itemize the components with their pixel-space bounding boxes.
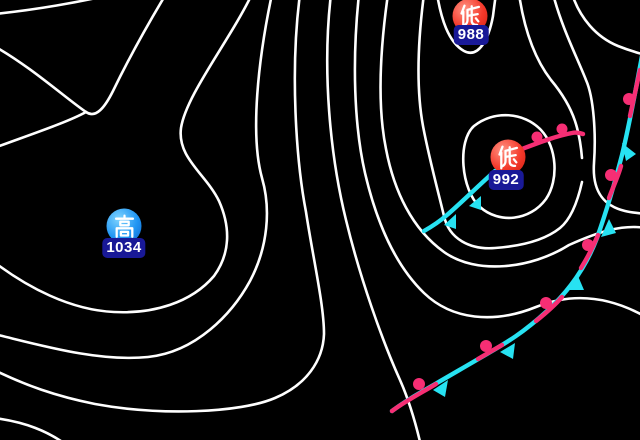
isobar-closed-contour-992 (461, 113, 556, 220)
isobar-line (518, 0, 584, 160)
cold-front (421, 168, 498, 234)
warm-front-semicircle-icon (556, 123, 568, 135)
kanji-low-icon (459, 4, 480, 28)
cold-front-triangle-icon (622, 143, 636, 161)
high-pressure-circle (106, 208, 142, 244)
kanji-high-icon (114, 214, 134, 238)
warm-front-semicircle-icon (480, 340, 492, 352)
isobar-line (553, 0, 640, 215)
high-pressure-value: 1034 (102, 238, 146, 258)
isobar-line (0, 0, 273, 360)
low-pressure-value-992: 992 (488, 170, 524, 190)
cold-front-line (421, 168, 498, 234)
low-pressure-circle (490, 139, 526, 175)
kanji-low-icon (497, 145, 518, 169)
stationary-front-warm-segment (627, 67, 640, 119)
warm-front-semicircle-icon (540, 297, 552, 309)
stationary-front (389, 55, 640, 414)
isobar-line (436, 0, 497, 54)
cold-front-triangle-icon (566, 276, 584, 290)
warm-front-semicircle-icon (531, 131, 543, 143)
cold-front-triangle-icon (444, 214, 456, 229)
stationary-front-warm-segment (475, 342, 505, 362)
isobar-line (0, 417, 62, 440)
stationary-front-warm-segment (533, 294, 565, 324)
warm-front-semicircle-icon (605, 169, 617, 181)
isobar-line (0, 0, 326, 413)
isobar-line (0, 0, 251, 314)
isobar-line (417, 0, 584, 250)
isobar-line (0, 0, 93, 15)
warm-front-semicircle-icon (413, 378, 425, 390)
isobar-line (572, 0, 640, 55)
isobar-line (325, 0, 421, 440)
stationary-front-warm-segment (606, 163, 624, 201)
stationary-front-warm-segment (389, 381, 439, 414)
isobar-line (353, 0, 640, 319)
cold-front-triangle-icon (601, 219, 616, 237)
isobar-line (0, 0, 164, 116)
warm-front-line (519, 130, 586, 152)
warm-front-semicircle-icon (623, 93, 635, 105)
warm-front (519, 123, 586, 152)
warm-front-semicircle-icon (582, 239, 594, 251)
isobar-line (0, 110, 88, 148)
low-pressure-value-988: 988 (453, 25, 489, 45)
low-pressure-marker-992 (490, 139, 526, 175)
stationary-front-warm-segment (578, 232, 601, 271)
cold-front-triangle-icon (500, 343, 515, 359)
isobar-line (379, 0, 640, 268)
cold-front-triangle-icon (469, 196, 481, 210)
high-pressure-marker (106, 208, 142, 244)
cold-front-triangle-icon (433, 380, 448, 397)
